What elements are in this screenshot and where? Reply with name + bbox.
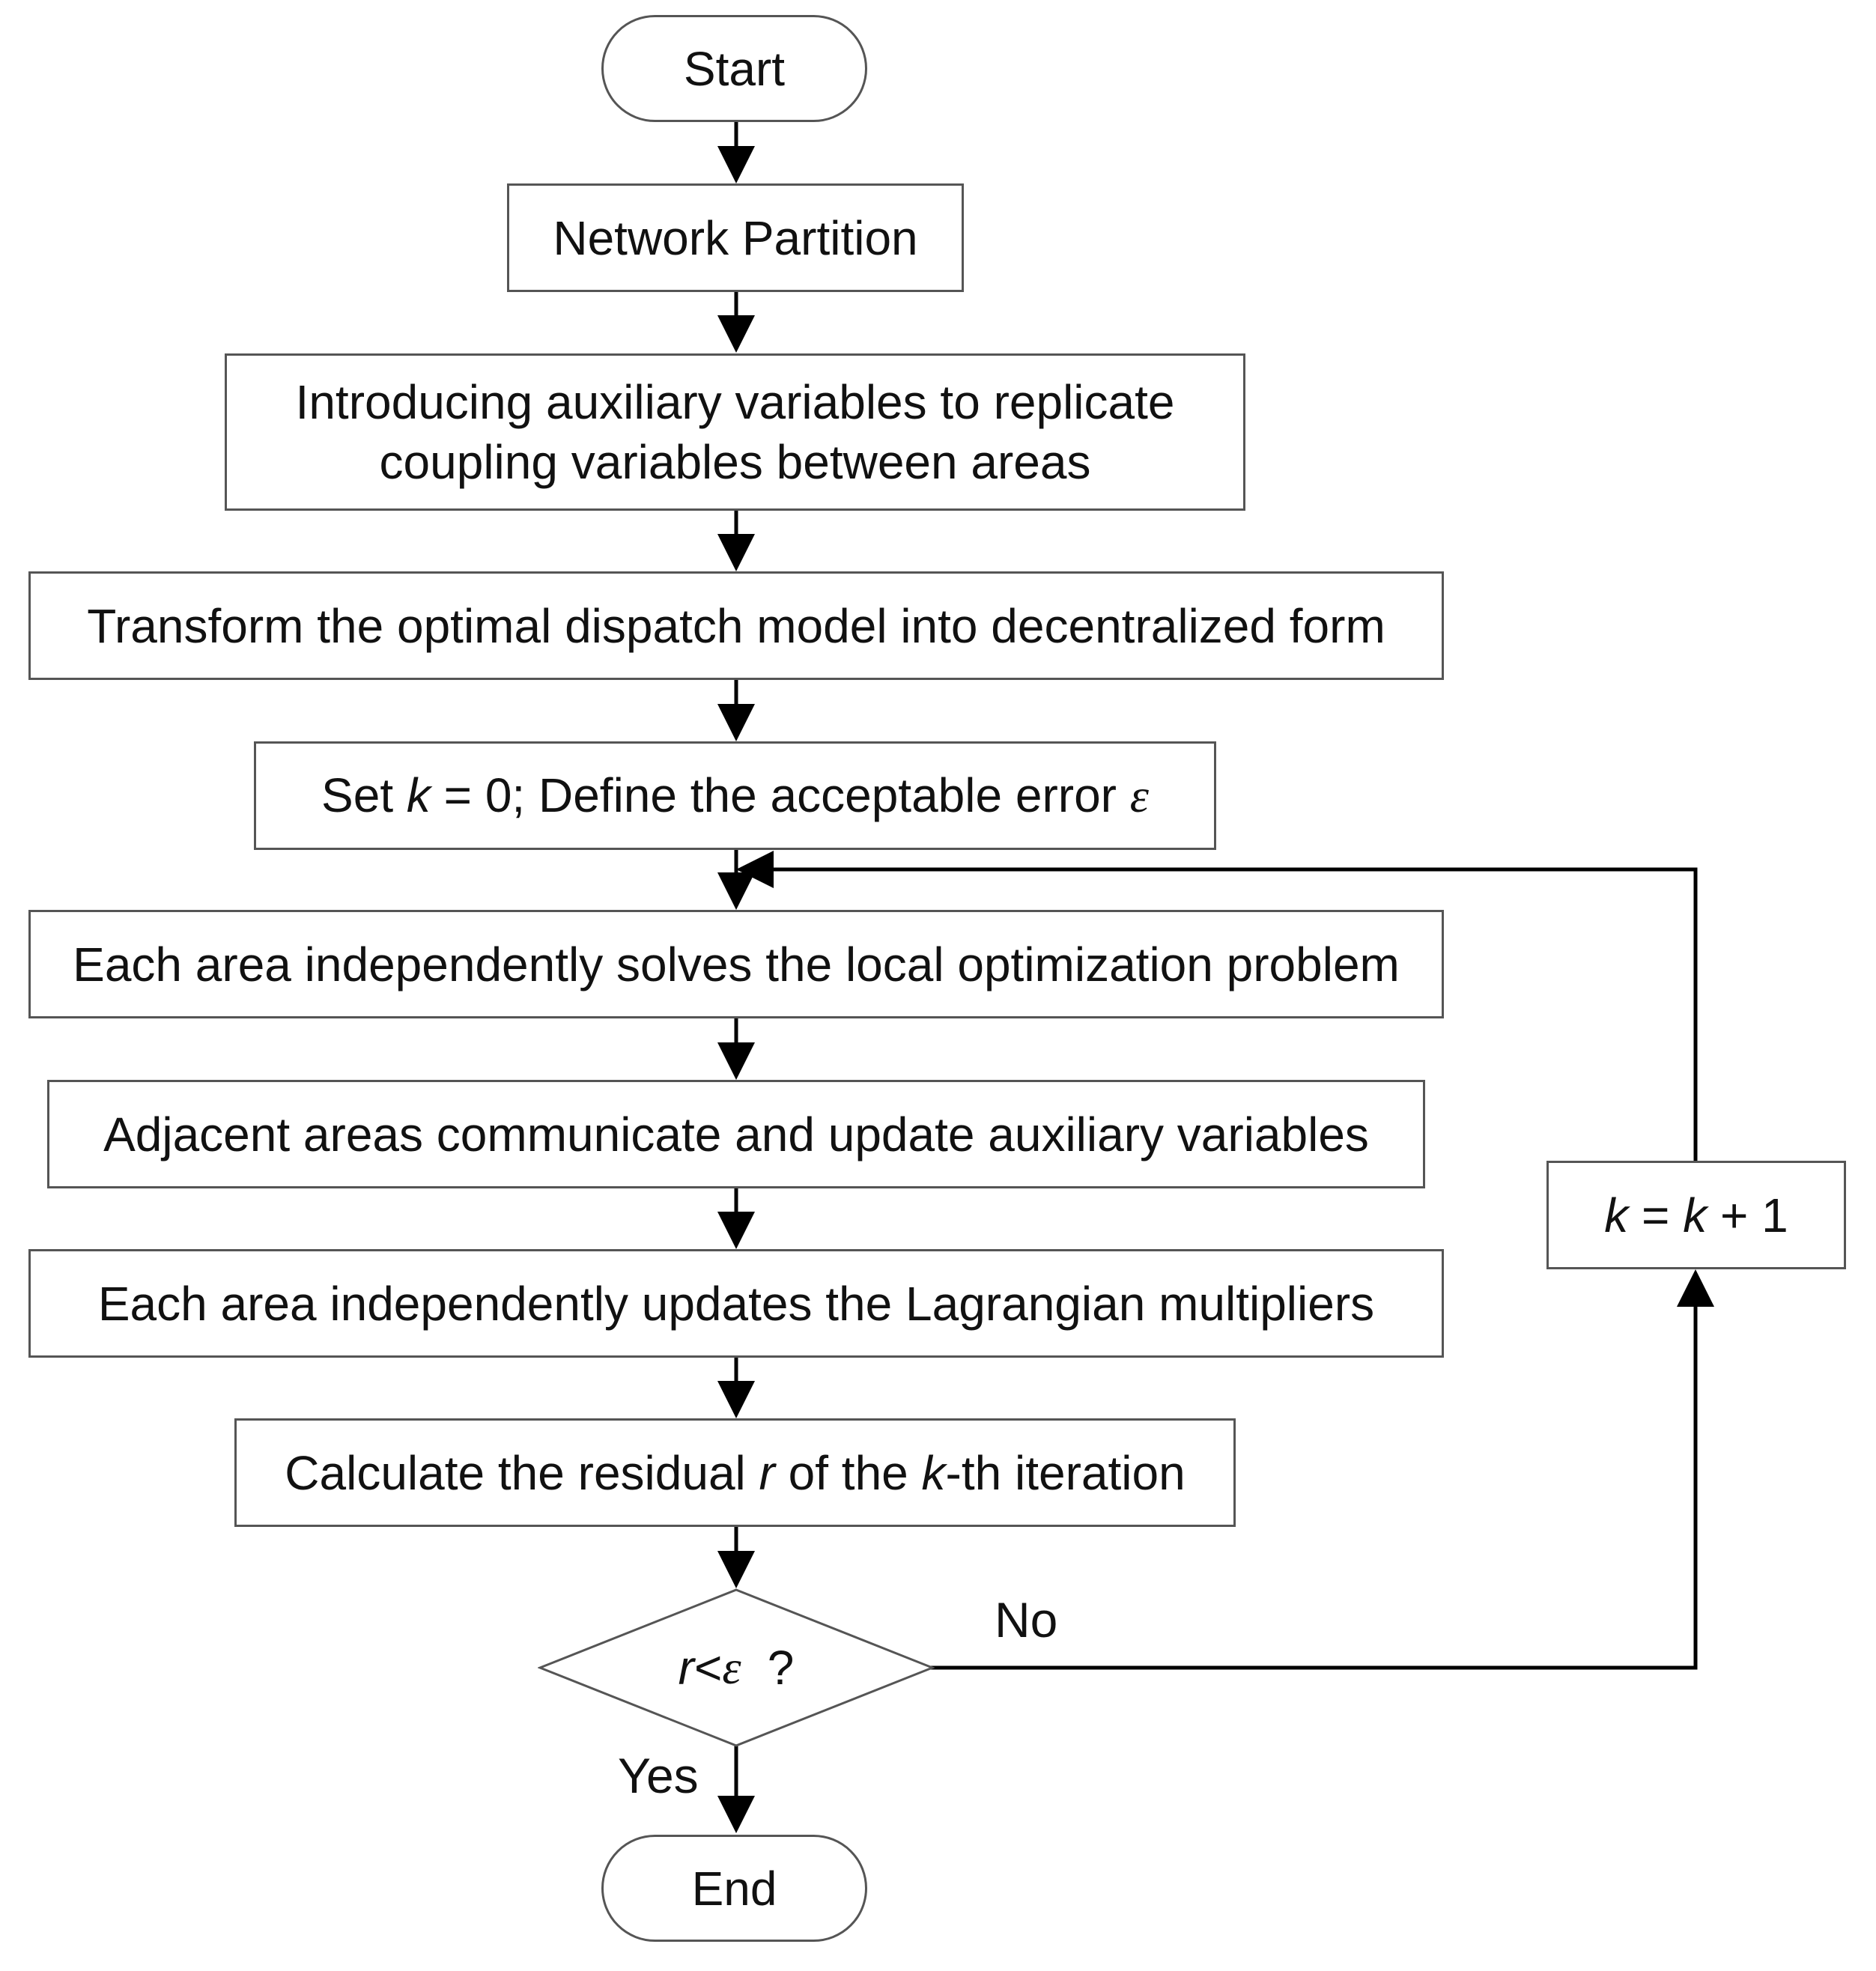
set-k-variable: k [406, 768, 431, 822]
update-multipliers-step: Each area independently updates the Lagr… [28, 1249, 1444, 1358]
decision-epsilon: ε [722, 1641, 741, 1694]
calc-residual-part-b: of the [774, 1445, 922, 1500]
decision-less-than: < [693, 1641, 723, 1695]
set-k-label: Set k = 0; Define the acceptable error ε [321, 765, 1149, 826]
introduce-auxiliary-line-1: Introducing auxiliary variables to repli… [295, 375, 1175, 429]
increment-k-equals: = [1628, 1188, 1684, 1242]
calculate-residual-step: Calculate the residual r of the k-th ite… [234, 1418, 1236, 1527]
set-k-step: Set k = 0; Define the acceptable error ε [254, 741, 1216, 850]
calc-residual-part-a: Calculate the residual [285, 1445, 759, 1500]
introduce-auxiliary-line-2: coupling variables between areas [379, 435, 1091, 489]
transform-model-step: Transform the optimal dispatch model int… [28, 571, 1444, 680]
no-label: No [995, 1592, 1058, 1647]
end-node: End [601, 1835, 867, 1942]
set-k-middle: = 0; Define the acceptable error [430, 768, 1130, 822]
transform-model-label: Transform the optimal dispatch model int… [87, 598, 1385, 653]
communicate-update-step: Adjacent areas communicate and update au… [47, 1080, 1425, 1188]
decision-text: r < ε? [538, 1588, 935, 1748]
yes-label: Yes [618, 1748, 699, 1803]
decision-r: r [678, 1641, 694, 1695]
increment-k-label: k = k + 1 [1604, 1185, 1788, 1245]
decision-diamond [538, 1588, 935, 1747]
network-partition-label: Network Partition [553, 210, 918, 265]
calc-residual-r: r [759, 1445, 775, 1500]
increment-k-right: k [1683, 1188, 1707, 1242]
decision-question: ? [767, 1641, 795, 1695]
update-multipliers-label: Each area independently updates the Lagr… [97, 1276, 1375, 1331]
increment-k-plus-one: + 1 [1707, 1188, 1788, 1242]
set-k-epsilon: ε [1129, 769, 1149, 822]
network-partition-step: Network Partition [507, 183, 964, 292]
increment-k-left: k [1604, 1188, 1629, 1242]
calc-residual-k: k [921, 1445, 946, 1500]
arrow-increment-loop-back [736, 851, 1698, 1161]
calculate-residual-label: Calculate the residual r of the k-th ite… [285, 1443, 1185, 1503]
end-label: End [691, 1861, 777, 1916]
start-label: Start [683, 41, 786, 96]
solve-local-label: Each area independently solves the local… [73, 937, 1400, 991]
introduce-auxiliary-step: Introducing auxiliary variables to repli… [225, 353, 1245, 511]
communicate-update-label: Adjacent areas communicate and update au… [103, 1107, 1369, 1161]
set-k-prefix: Set [321, 768, 407, 822]
start-node: Start [601, 15, 867, 122]
solve-local-step: Each area independently solves the local… [28, 910, 1444, 1018]
increment-k-step: k = k + 1 [1546, 1161, 1846, 1269]
calc-residual-part-c: -th iteration [945, 1445, 1186, 1500]
arrow-decision-no-to-increment [929, 1269, 1714, 1670]
